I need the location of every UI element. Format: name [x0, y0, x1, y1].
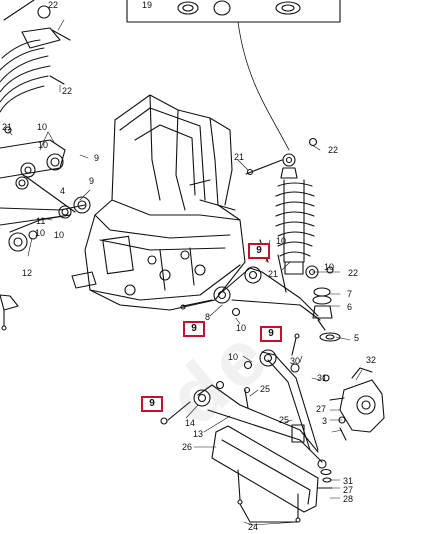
callout-24: 24	[248, 522, 259, 532]
callout-22-shock: 22	[328, 145, 339, 155]
callout-10-left-a: 10	[37, 122, 48, 132]
callout-22-spring: 22	[62, 86, 73, 96]
callout-10-left-b: 10	[38, 140, 49, 150]
callout-27-bot: 27	[343, 485, 354, 495]
callout-6: 6	[347, 302, 353, 312]
callout-12: 12	[22, 268, 33, 278]
callout-32: 32	[366, 355, 377, 365]
callout-25-a: 25	[260, 384, 271, 394]
callout-30: 30	[290, 356, 301, 366]
callout-21-left: 21	[2, 122, 13, 132]
callout-21-mid: 21	[268, 269, 279, 279]
callout-22-right: 22	[348, 268, 359, 278]
steering-knuckle	[317, 367, 385, 489]
callout-31-bot: 31	[343, 476, 354, 486]
frame	[71, 94, 246, 311]
highlight-9-upper: 9	[248, 243, 270, 259]
callout-13: 13	[193, 429, 204, 439]
highlight-9-right: 9	[260, 326, 282, 342]
inset-box	[126, 0, 341, 151]
lower-a-arm	[160, 333, 327, 469]
callout-9-left-a: 9	[94, 153, 100, 163]
shock-absorber-upper-left	[0, 0, 71, 113]
callout-10-right: 10	[324, 262, 335, 272]
callout-19: 19	[142, 0, 153, 10]
callout-31-top: 31	[317, 373, 328, 383]
callout-9-left-b: 9	[89, 176, 95, 186]
callout-10-left-d: 10	[35, 228, 46, 238]
callout-5: 5	[354, 333, 360, 343]
skid-plate	[211, 425, 319, 523]
highlight-9-lower: 9	[141, 396, 163, 412]
callout-4: 4	[60, 186, 66, 196]
callout-8: 8	[205, 312, 211, 322]
callout-26: 26	[182, 442, 193, 452]
highlight-9-left: 9	[183, 321, 205, 337]
callout-14: 14	[185, 418, 196, 428]
left-a-arms	[0, 126, 91, 331]
callout-10-left-c: 10	[54, 230, 65, 240]
callout-7: 7	[347, 289, 353, 299]
callout-28: 28	[343, 494, 354, 504]
callout-25-b: 25	[279, 415, 290, 425]
callout-21-frame: 21	[234, 152, 245, 162]
callout-10-mid: 10	[236, 323, 247, 333]
callout-11: 11	[36, 216, 46, 226]
callout-10-lower: 10	[228, 352, 239, 362]
shock-absorber-right	[245, 137, 334, 279]
callout-3: 3	[322, 416, 328, 426]
callout-22-top: 22	[48, 0, 59, 10]
callout-10-frame: 10	[276, 236, 287, 246]
callout-27-top: 27	[316, 404, 327, 414]
